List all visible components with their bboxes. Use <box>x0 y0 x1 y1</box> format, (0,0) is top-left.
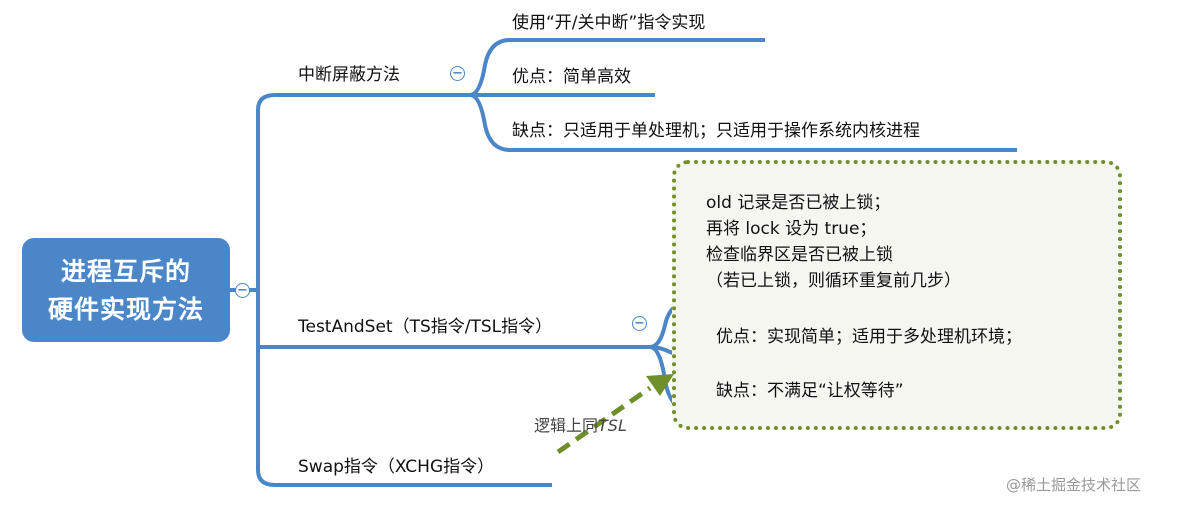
note-line-3: 检查临界区是否已被上锁 <box>706 245 893 265</box>
collapse-root-icon[interactable]: − <box>235 283 250 298</box>
connector-b1-c3 <box>469 93 1017 152</box>
b1-child-2[interactable]: 优点：简单高效 <box>512 67 631 87</box>
arrow-annotation-italic: TSL <box>598 416 627 435</box>
root-title-line2: 硬件实现方法 <box>47 295 204 324</box>
testandset-callout-box <box>672 160 1122 430</box>
note-line-4: （若已上锁，则循环重复前几步） <box>706 271 961 291</box>
collapse-branch1-icon[interactable]: − <box>450 66 465 81</box>
branch-swap[interactable]: Swap指令（XCHG指令） <box>298 457 495 477</box>
arrow-annotation-text: 逻辑上同 <box>534 416 599 435</box>
collapse-branch2-icon[interactable]: − <box>632 316 647 331</box>
note-line-1: old 记录是否已被上锁； <box>706 193 891 213</box>
root-title-line1: 进程互斥的 <box>60 257 191 286</box>
arrowhead-icon <box>646 374 674 396</box>
root-node[interactable]: 进程互斥的 硬件实现方法 <box>22 238 230 342</box>
b2-child-1[interactable]: 优点：实现简单；适用于多处理机环境； <box>716 327 1022 347</box>
b1-child-1[interactable]: 使用“开/关中断”指令实现 <box>512 13 706 33</box>
branch-testandset[interactable]: TestAndSet（TS指令/TSL指令） <box>298 317 553 337</box>
note-line-2: 再将 lock 设为 true； <box>706 219 877 239</box>
watermark: @稀土掘金技术社区 <box>1006 476 1142 494</box>
b1-child-3[interactable]: 缺点：只适用于单处理机；只适用于操作系统内核进程 <box>512 121 920 141</box>
testandset-note: old 记录是否已被上锁； 再将 lock 设为 true； 检查临界区是否已被… <box>706 190 961 294</box>
b2-child-2[interactable]: 缺点：不满足“让权等待” <box>716 381 904 401</box>
arrow-annotation: 逻辑上同TSL <box>534 412 627 436</box>
connector-root-branch3 <box>256 347 552 487</box>
connector-root-branch1 <box>230 93 440 292</box>
branch-interrupt-masking[interactable]: 中断屏蔽方法 <box>298 65 400 85</box>
arrow-shaft <box>556 385 652 455</box>
